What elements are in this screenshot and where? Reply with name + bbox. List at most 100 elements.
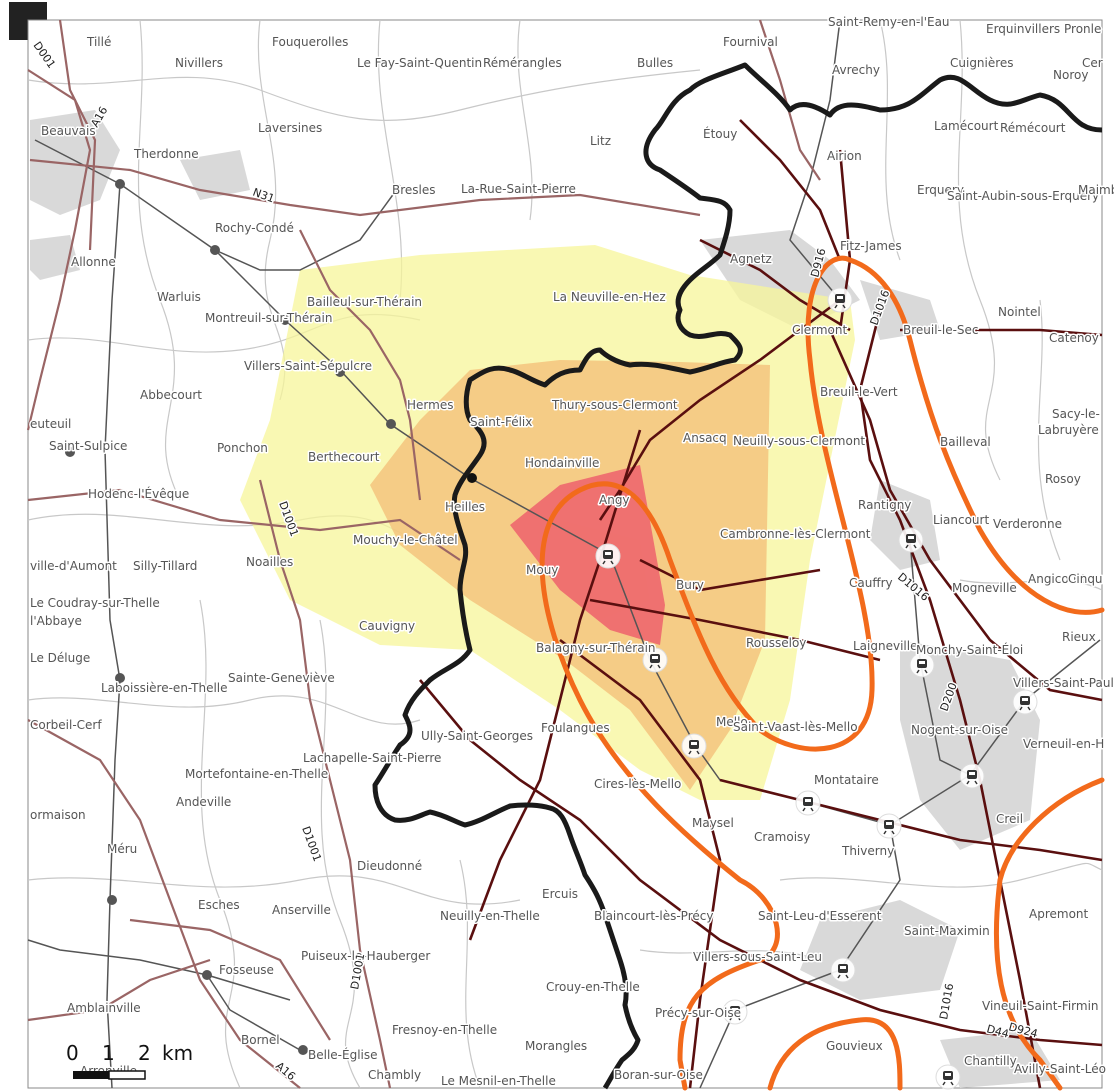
place-label: Hermes (407, 398, 453, 412)
place-label: Agnetz (730, 252, 772, 266)
rail-stop (115, 673, 125, 683)
train-station-icon (876, 813, 902, 839)
place-label: La-Rue-Saint-Pierre (461, 182, 576, 196)
place-label: Nivillers (175, 56, 223, 70)
rail-stop (280, 315, 290, 325)
place-label: Précy-sur-Oise (655, 1006, 741, 1020)
place-label: Mogneville (952, 581, 1017, 595)
place-label: Laigneville (853, 639, 917, 653)
place-label: Airion (827, 149, 862, 163)
train-station-icon (959, 763, 985, 789)
place-label: Étouy (703, 126, 737, 141)
place-label: Erquery (917, 183, 964, 197)
department-boundary (372, 62, 1103, 1090)
place-label: Cauvigny (359, 619, 415, 633)
rail-stop (210, 245, 220, 255)
scale-segment-light (108, 1070, 146, 1080)
place-label: Ponchon (217, 441, 268, 455)
place-label: Crouy-en-Thelle (546, 980, 640, 994)
urban-area (30, 110, 120, 215)
place-label: Litz (590, 134, 611, 148)
urban-area (180, 150, 250, 200)
scale-label-0: 0 (66, 1041, 79, 1065)
rail-stations-minor (65, 179, 477, 1055)
place-label: euteuil (30, 417, 71, 431)
place-label: Thiverny (841, 844, 894, 858)
place-label: Puiseux-le-Hauberger (301, 949, 430, 963)
place-label: Pronle (1064, 22, 1101, 36)
place-label: Boran-sur-Oise (614, 1068, 703, 1082)
place-label: Blaincourt-lès-Précy (594, 909, 713, 923)
place-label: Saint-Remy-en-l'Eau (828, 15, 950, 29)
place-label: Berthecourt (308, 450, 380, 464)
place-label: Mello (716, 715, 748, 729)
place-label: Cauffry (849, 576, 893, 590)
place-label: La Neuville-en-Hez (553, 290, 666, 304)
place-label: Montataire (814, 773, 879, 787)
place-label: Chantilly (964, 1054, 1017, 1068)
rail-stop (467, 473, 477, 483)
place-label: Bulles (637, 56, 673, 70)
place-label: Foulangues (541, 721, 610, 735)
place-label: Mouchy-le-Châtel (353, 533, 458, 547)
place-label: Rémécourt (1000, 121, 1066, 135)
place-label: Fouquerolles (272, 35, 348, 49)
place-label: Sainte-Geneviève (228, 671, 335, 685)
place-label: Fournival (723, 35, 778, 49)
place-label: Mouy (526, 563, 558, 577)
place-label: Cinqu (1068, 572, 1103, 586)
place-label: Breuil-le-Vert (820, 385, 898, 399)
place-label: Ansacq (683, 431, 727, 445)
place-label: Le Fay-Saint-Quentin (357, 56, 482, 70)
rail-stop (298, 1045, 308, 1055)
place-label: Ercuis (542, 887, 578, 901)
place-label: Morangles (525, 1039, 587, 1053)
place-label: Erquinvillers (986, 22, 1060, 36)
place-label: Bornel (241, 1033, 280, 1047)
place-label: Belle-Église (308, 1047, 378, 1062)
place-label: Warluis (157, 290, 201, 304)
train-station-icon (898, 527, 924, 553)
place-label: Verderonne (993, 517, 1062, 531)
scale-segment-dark (73, 1071, 109, 1079)
place-label: Bailleval (940, 435, 991, 449)
place-label: Angicourt (1028, 572, 1086, 586)
place-label: Dieudonné (357, 859, 422, 873)
rail-stop (202, 970, 212, 980)
place-label: Rochy-Condé (215, 221, 294, 235)
place-label: Rieux (1062, 630, 1096, 644)
place-label: Abbecourt (140, 388, 202, 402)
place-label: Rantigny (858, 498, 911, 512)
place-label: Monchy-Saint-Éloi (916, 642, 1023, 657)
place-label: Liancourt (933, 513, 989, 527)
place-label: Cer (1082, 56, 1103, 70)
place-label: Labruyère (1038, 423, 1099, 437)
place-label: Noroy (1053, 68, 1088, 82)
place-label: Creil (996, 812, 1023, 826)
scale-label-1: 1 (102, 1041, 115, 1065)
rail-stop (386, 419, 396, 429)
place-label: Noailles (246, 555, 293, 569)
place-label: Amblainville (67, 1001, 141, 1015)
train-station-icon (827, 287, 853, 313)
train-station-icon (935, 1064, 961, 1090)
place-label: Le Déluge (30, 651, 90, 665)
place-label: Cires-lès-Mello (594, 777, 681, 791)
place-label: Montreuil-sur-Thérain (205, 311, 332, 325)
place-label: Avrechy (832, 63, 880, 77)
rail-stop (335, 367, 345, 377)
place-label: Maimbev (1078, 183, 1114, 197)
place-label: Cuignières (950, 56, 1014, 70)
zone-inner (510, 465, 665, 645)
place-label: Fitz-James (840, 239, 902, 253)
train-station-icon (595, 543, 621, 569)
isochrone-rings (539, 255, 1105, 1091)
place-label: Allonne (71, 255, 116, 269)
place-label: Villers-Saint-Sépulcre (244, 359, 372, 373)
place-label: Rousseloy (746, 636, 806, 650)
place-label: Thury-sous-Clermont (551, 398, 678, 412)
place-label: Le Mesnil-en-Thelle (441, 1074, 556, 1088)
place-label: Corbeil-Cerf (30, 718, 102, 732)
